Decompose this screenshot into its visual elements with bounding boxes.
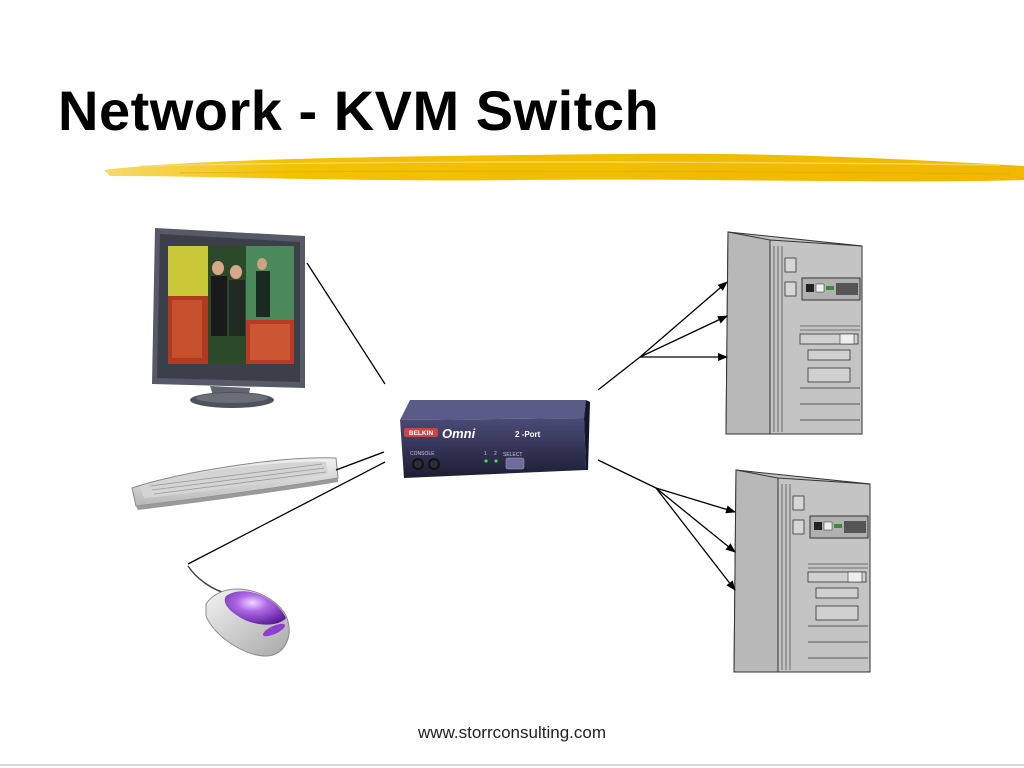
keyboard-icon [131, 457, 339, 510]
mouse-to-switch-line [187, 461, 386, 565]
select-label: SELECT [503, 452, 522, 458]
switch-to-server-1-arrows [597, 281, 728, 391]
server-2-icon [733, 469, 871, 673]
product-label: Omni [442, 426, 476, 441]
kvm-switch-device: BELKIN Omni 2 -Port CONSOLE 1 2 SELECT [400, 400, 590, 478]
ports-label: 2 -Port [515, 430, 541, 439]
select-button [505, 457, 525, 470]
title-underline [104, 153, 1024, 182]
bottom-divider [0, 764, 1024, 766]
port-2-label: 2 [494, 451, 497, 457]
monitor-icon [152, 228, 305, 408]
port-1-label: 1 [484, 451, 487, 457]
switch-to-server-2-arrows [597, 459, 736, 591]
brand-badge [404, 428, 438, 437]
console-label: CONSOLE [410, 451, 435, 457]
keyboard-to-switch-line [335, 451, 385, 471]
server-1-icon [725, 231, 863, 435]
footer-url: www.storrconsulting.com [417, 723, 606, 742]
brand-label: BELKIN [409, 430, 434, 437]
monitor-to-switch-line [306, 262, 386, 385]
mouse-icon [187, 565, 290, 657]
slide-title: Network - KVM Switch [58, 79, 660, 142]
